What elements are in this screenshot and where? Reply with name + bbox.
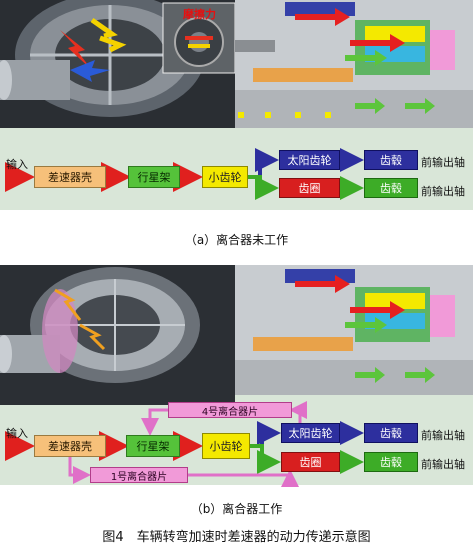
output-top-label: 前输出轴 [421,156,465,169]
caption-b: （b）离合器工作 [190,502,283,516]
ring-gear-box: 齿圈 [281,452,340,472]
sun-gear-box: 太阳齿轮 [279,150,340,170]
ring-gear-box: 齿圈 [279,178,340,198]
hub-top-box: 齿毂 [364,150,418,170]
input-label: 输入 [6,427,28,440]
panel-b: 输入 差速器壳 行星架 小齿轮 太阳齿轮 齿圈 齿毂 齿毂 4号离合器片 1号离… [0,265,473,487]
pinion-box: 小齿轮 [202,433,250,459]
diff-case-box: 差速器壳 [34,435,106,457]
planet-carrier-box: 行星架 [126,435,180,457]
hub-bottom-box: 齿毂 [364,178,418,198]
clutch1-box: 1号离合器片 [90,467,188,483]
hub-bottom-box: 齿毂 [364,452,418,472]
output-bottom-label: 前输出轴 [421,185,465,198]
diff-case-box: 差速器壳 [34,166,106,188]
flow-arrows-a [5,148,364,200]
sun-gear-box: 太阳齿轮 [281,423,340,443]
output-bottom-label: 前输出轴 [421,458,465,471]
planet-carrier-box: 行星架 [128,166,180,188]
differential-photo [0,0,235,128]
clutch4-box: 4号离合器片 [168,402,292,418]
clutch-photo [0,265,235,405]
figure-title: 图4 车辆转弯加速时差速器的动力传递示意图 [102,530,371,545]
output-top-label: 前输出轴 [421,429,465,442]
schematic-a [235,0,473,128]
pinion-box: 小齿轮 [202,166,248,188]
friction-label: 摩擦力 [183,8,216,21]
caption-a: （a）离合器未工作 [184,233,289,247]
flow-arrows-b [5,401,364,487]
input-label: 输入 [6,158,28,171]
panel-a: 摩擦力 输入 差速器壳 行 [0,0,473,210]
schematic-b [235,265,473,395]
hub-top-box: 齿毂 [364,423,418,443]
